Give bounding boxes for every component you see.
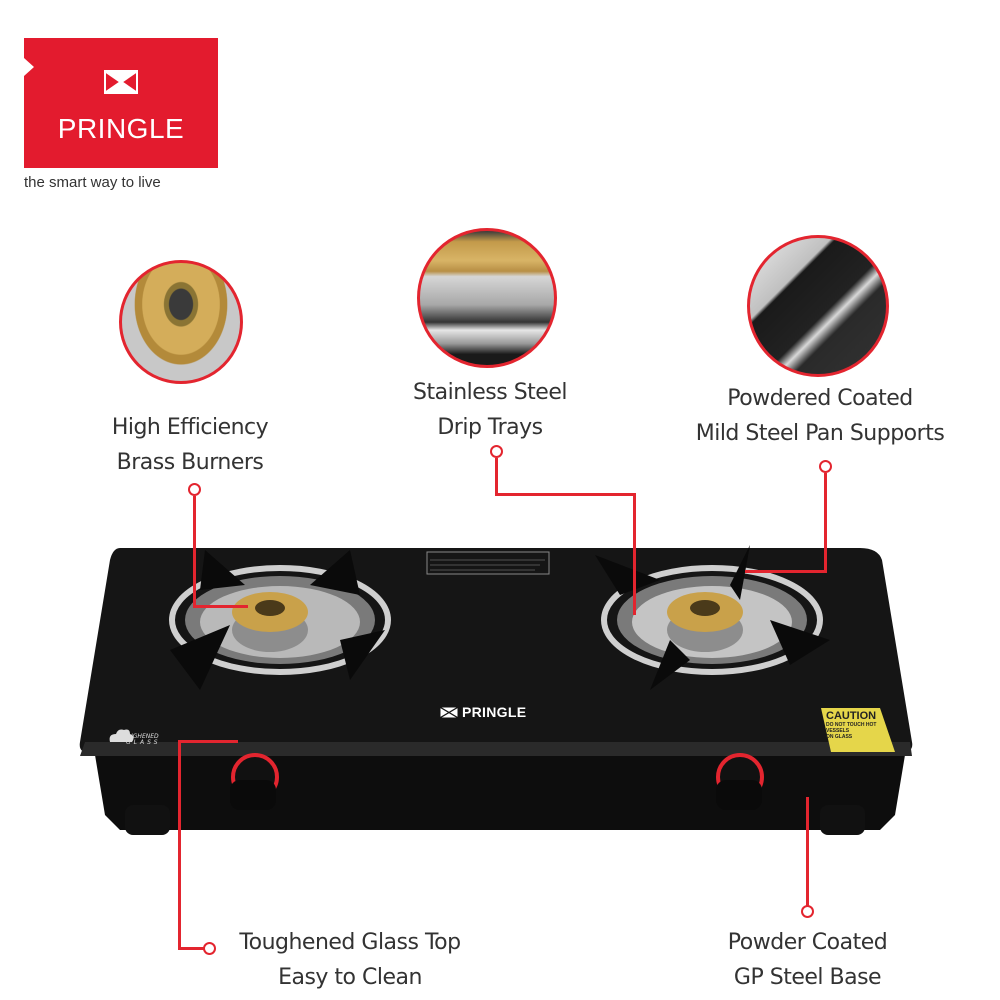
callout-dot-drip-trays: [490, 445, 503, 458]
callout-line-burners-h: [193, 605, 248, 608]
callout-line-glass-h: [178, 740, 238, 743]
feature-label-drip-trays: Stainless Steel Drip Trays: [413, 380, 567, 440]
caution-label: CAUTION DO NOT TOUCH HOT VESSELS ON GLAS…: [826, 710, 877, 740]
callout-dot-pan-supports: [819, 460, 832, 473]
callout-dot-base: [801, 905, 814, 918]
caution-sticker: [821, 708, 895, 752]
brand-name: PRINGLE: [57, 113, 185, 144]
toughened-glass-badge: TOUGHENED GLASS: [120, 733, 161, 746]
callout-dot-glass-top: [203, 942, 216, 955]
callout-line-burners: [193, 496, 196, 608]
brass-burner-closeup: [119, 260, 243, 384]
logo-notch: [24, 58, 34, 76]
envelope-icon: [440, 706, 458, 718]
callout-line-base: [806, 797, 809, 907]
envelope-icon: [104, 70, 138, 94]
callout-line-glass-v: [178, 740, 181, 950]
feature-label-burners: High Efficiency Brass Burners: [111, 415, 269, 475]
callout-line-glass-h2: [178, 947, 204, 950]
drip-tray-closeup: [417, 228, 557, 368]
brand-logo: PRINGLE: [24, 38, 218, 168]
feature-label-base: Powder Coated GP Steel Base: [727, 930, 888, 990]
stove-brand-logo: PRINGLE: [440, 704, 526, 720]
pan-support-closeup: [747, 235, 889, 377]
callout-line-pan-supports: [824, 473, 827, 573]
callout-line-drip-trays: [495, 458, 498, 495]
callout-line-drip-trays-v: [633, 493, 636, 615]
brand-tagline: the smart way to live: [24, 174, 161, 191]
callout-line-drip-trays-h: [495, 493, 636, 496]
feature-label-glass-top: Toughened Glass Top Easy to Clean: [239, 930, 461, 990]
callout-line-pan-supports-h: [745, 570, 827, 573]
feature-label-pan-supports: Powdered Coated Mild Steel Pan Supports: [695, 386, 945, 446]
callout-dot-burners: [188, 483, 201, 496]
